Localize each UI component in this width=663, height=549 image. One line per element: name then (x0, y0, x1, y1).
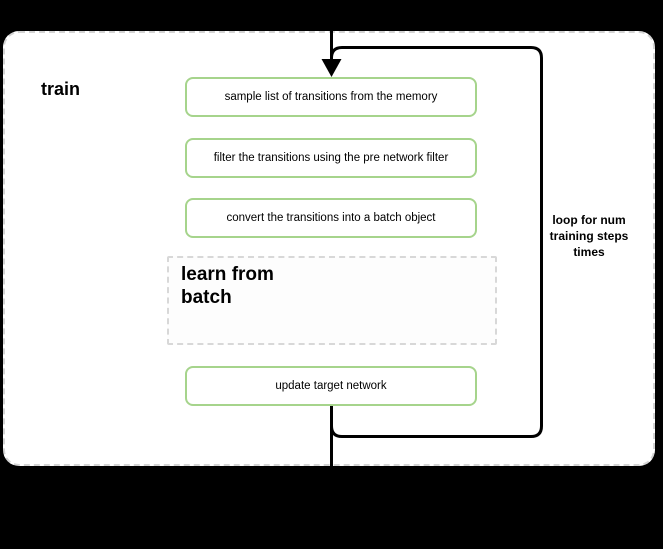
node-convert-batch: convert the transitions into a batch obj… (185, 198, 477, 238)
node-filter-transitions: filter the transitions using the pre net… (185, 138, 477, 178)
node-update-target-network: update target network (185, 366, 477, 406)
learn-from-batch-label: learn from batch (181, 264, 274, 308)
node-label: sample list of transitions from the memo… (224, 91, 438, 103)
node-sample-transitions: sample list of transitions from the memo… (185, 77, 477, 117)
node-label: convert the transitions into a batch obj… (226, 212, 436, 224)
node-label: filter the transitions using the pre net… (213, 152, 449, 164)
loop-annotation: loop for num training steps times (549, 213, 629, 259)
learn-from-batch-group: learn from batch (167, 256, 497, 345)
train-group-label: train (41, 79, 81, 99)
node-label: update target network (275, 380, 387, 392)
